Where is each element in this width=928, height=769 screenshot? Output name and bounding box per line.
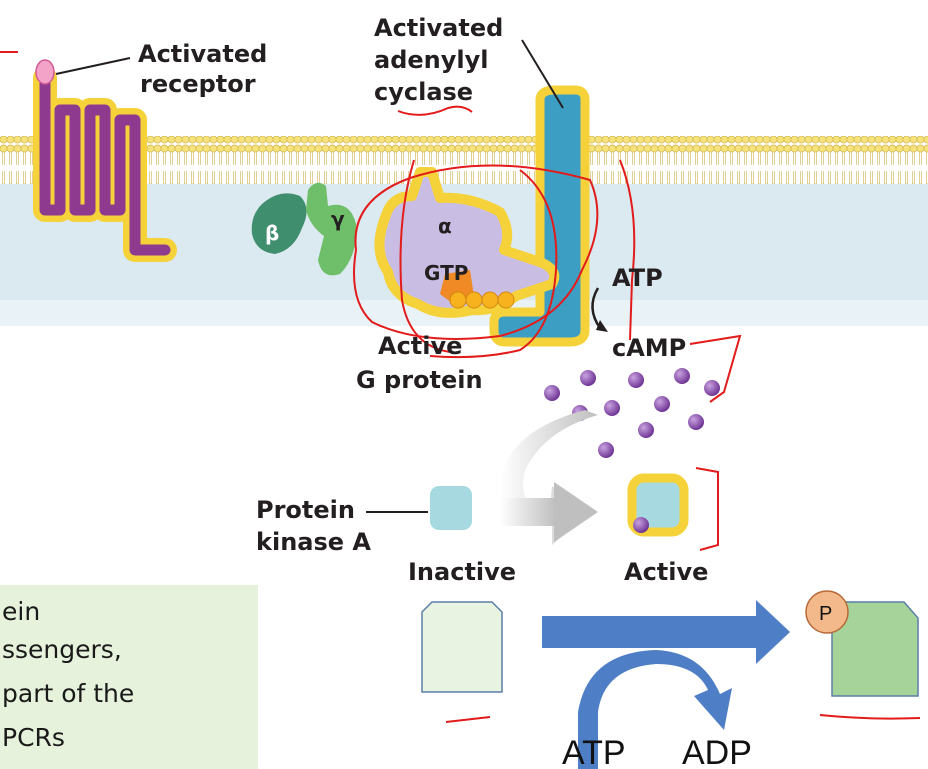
atp-adp-arrow bbox=[578, 650, 732, 769]
label-active-g-protein-2: G protein bbox=[356, 366, 483, 394]
ligand-icon bbox=[35, 59, 55, 85]
label-camp: cAMP bbox=[612, 334, 686, 362]
atp-to-camp-arrowhead bbox=[596, 320, 608, 332]
label-gtp: GTP bbox=[424, 261, 468, 285]
label-active-g-protein-1: Active bbox=[378, 332, 462, 360]
label-activated-receptor-1: Activated bbox=[138, 40, 267, 68]
g-beta-gamma bbox=[251, 182, 357, 276]
label-atp-bottom: ATP bbox=[562, 734, 626, 769]
label-adenylyl-cyclase-2: adenylyl bbox=[374, 46, 488, 74]
adenylyl-cyclase bbox=[489, 39, 590, 347]
note-box: ein ssengers, part of the PCRs bbox=[0, 585, 258, 769]
substrate-inactive bbox=[421, 601, 503, 693]
bound-camp bbox=[633, 517, 649, 533]
phosphorylation-arrow bbox=[542, 600, 790, 664]
phosphate-icon bbox=[805, 590, 849, 634]
label-atp-top: ATP bbox=[612, 264, 663, 292]
note-line-4: PCRs bbox=[2, 723, 65, 752]
inactive-kinase bbox=[430, 486, 472, 530]
camp-molecules bbox=[544, 368, 720, 458]
substrate-active bbox=[831, 601, 919, 697]
g-alpha bbox=[374, 167, 560, 318]
note-line-2: ssengers, bbox=[2, 635, 122, 664]
note-line-3: part of the bbox=[2, 679, 135, 708]
camp-molecule bbox=[580, 370, 596, 386]
red-annotations bbox=[0, 51, 921, 723]
activated-receptor bbox=[33, 57, 177, 262]
label-adenylyl-cyclase-3: cyclase bbox=[374, 78, 473, 106]
label-protein-kinase-a-2: kinase A bbox=[256, 528, 371, 556]
label-beta: β bbox=[265, 221, 279, 245]
label-gamma: γ bbox=[331, 207, 345, 231]
label-active: Active bbox=[624, 558, 708, 586]
atp-to-camp-arrow bbox=[591, 287, 602, 329]
label-protein-kinase-a-1: Protein bbox=[256, 496, 355, 524]
camp-molecule bbox=[544, 385, 560, 401]
camp-molecule bbox=[674, 368, 690, 384]
activation-arrow-head bbox=[554, 482, 598, 542]
camp-molecule bbox=[598, 442, 614, 458]
camp-molecule bbox=[628, 372, 644, 388]
note-line-1: ein bbox=[2, 597, 41, 626]
activation-arrow-shaft bbox=[500, 498, 556, 526]
camp-molecule bbox=[704, 380, 720, 396]
label-phosphate: P bbox=[819, 603, 832, 625]
camp-molecule bbox=[604, 400, 620, 416]
label-alpha: α bbox=[438, 214, 452, 238]
label-inactive: Inactive bbox=[408, 558, 516, 586]
label-activated-receptor-2: receptor bbox=[140, 70, 256, 98]
label-adp: ADP bbox=[682, 734, 752, 769]
camp-molecule bbox=[654, 396, 670, 412]
camp-molecule bbox=[638, 422, 654, 438]
camp-molecule bbox=[688, 414, 704, 430]
plasma-membrane bbox=[0, 136, 928, 184]
label-adenylyl-cyclase-1: Activated bbox=[374, 14, 503, 42]
